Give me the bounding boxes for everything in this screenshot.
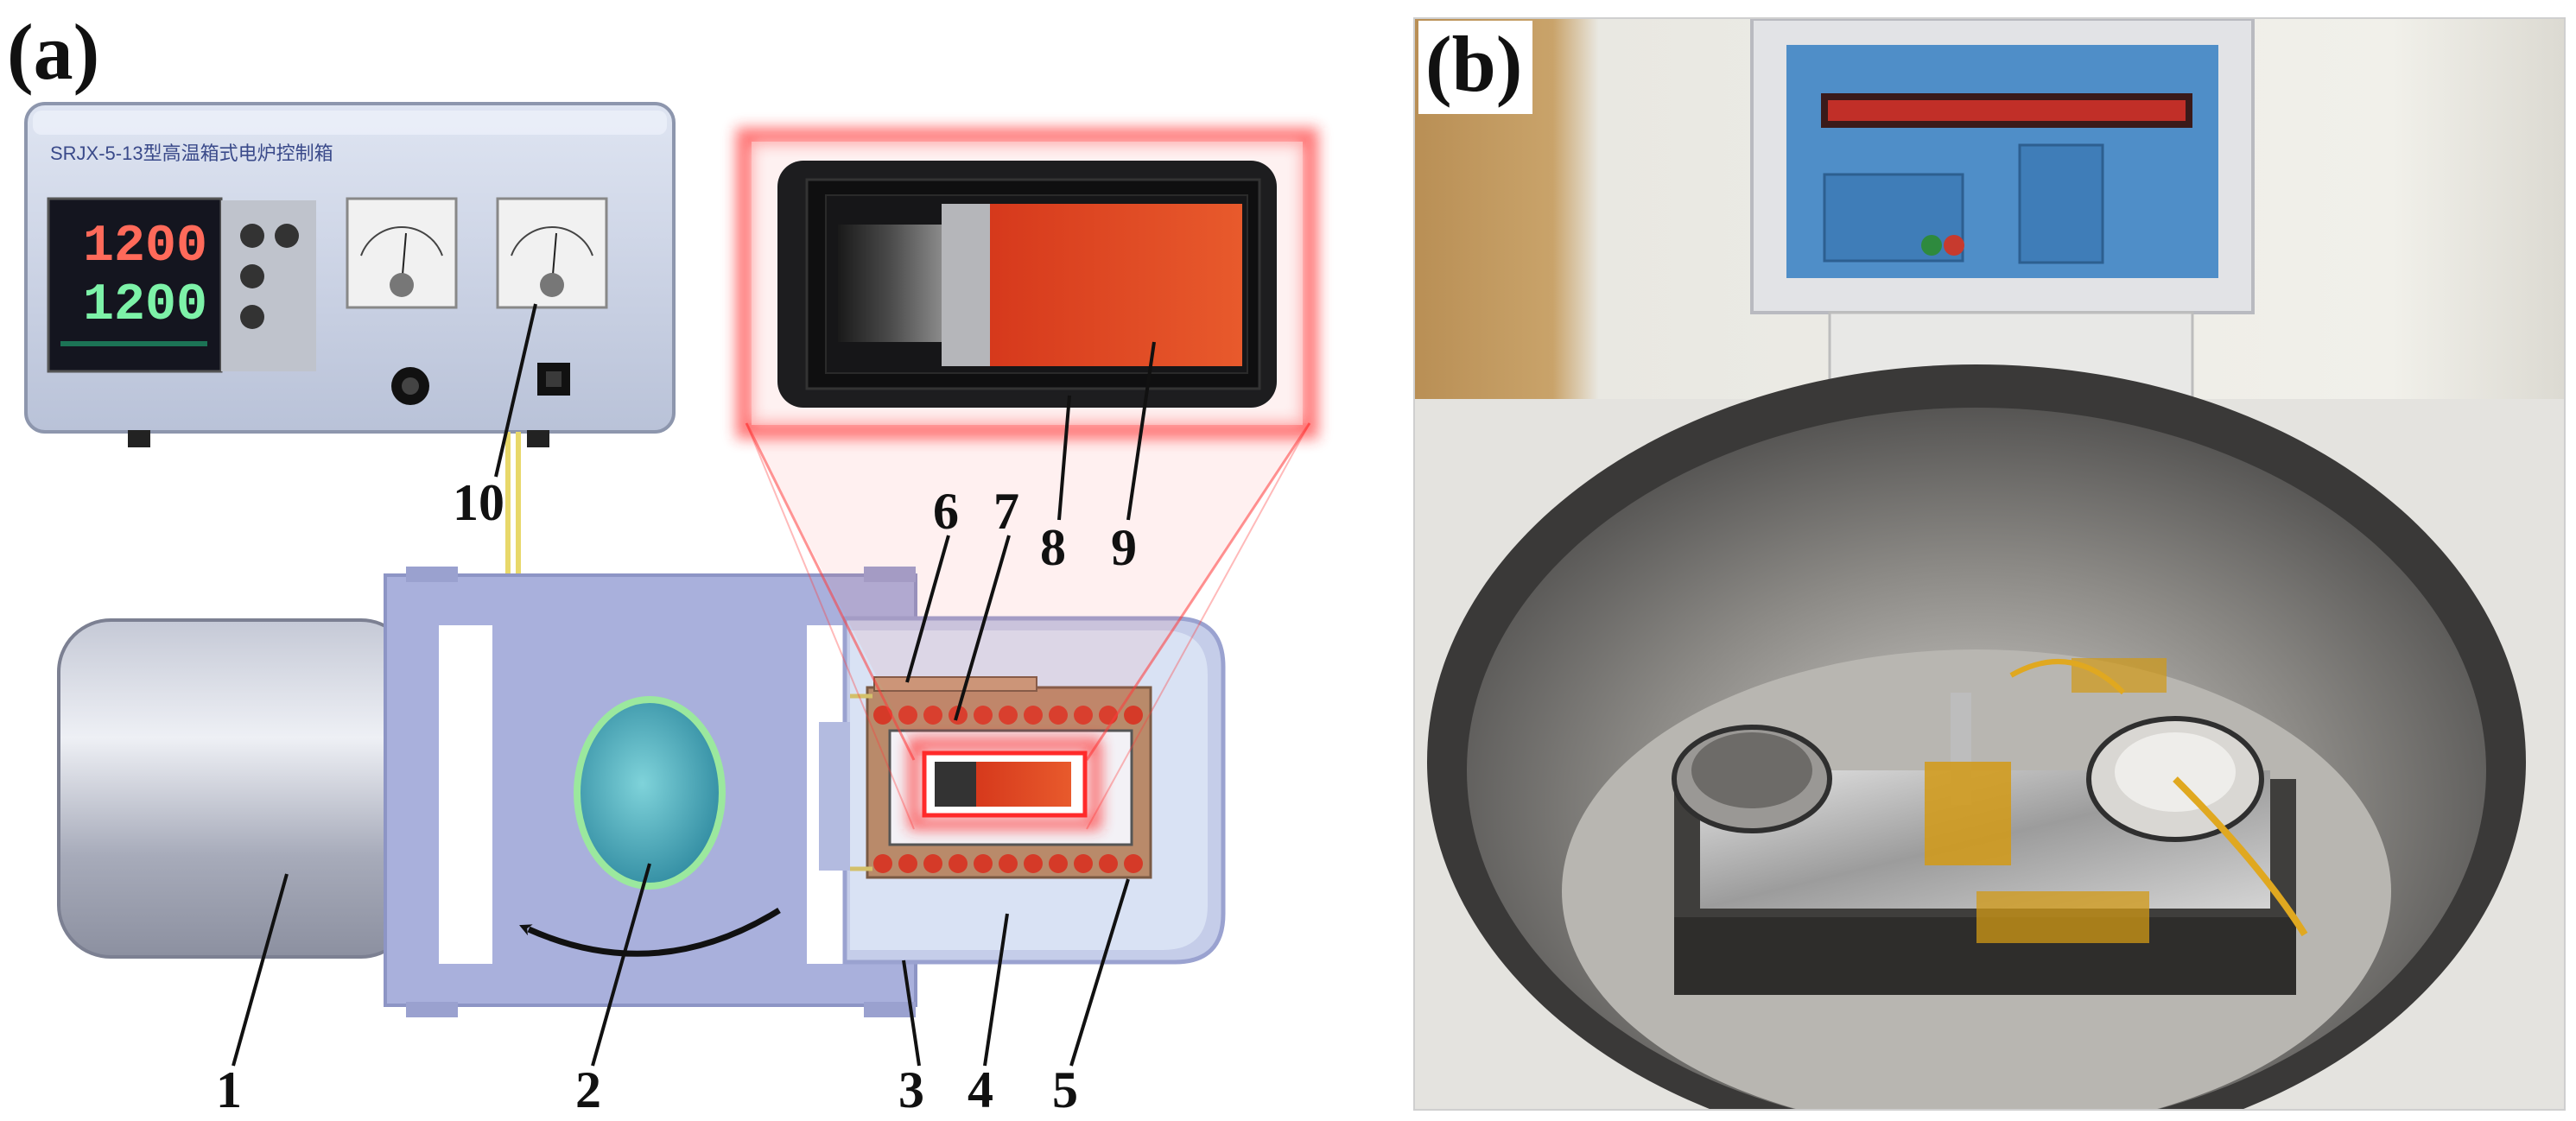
panel-b-photo (1413, 17, 2566, 1111)
coil-turn (1024, 706, 1043, 725)
schematic-drawing (24, 102, 1318, 1017)
coil-turn (1074, 854, 1093, 873)
callout-10: 10 (453, 474, 504, 531)
coil-turn (923, 706, 942, 725)
coil-turn (949, 854, 968, 873)
leader-2 (591, 863, 651, 1067)
callout-8: 8 (1040, 519, 1066, 576)
controller-display-bottom: 1200 (83, 276, 208, 335)
temperature-controller (24, 102, 676, 447)
callout-9: 9 (1111, 519, 1137, 576)
leader-5 (1069, 878, 1130, 1067)
coil-turn (1049, 854, 1068, 873)
callout-7: 7 (993, 483, 1019, 540)
coil-turn (873, 854, 892, 873)
controller-title: SRJX-5-13型高温箱式电炉控制箱 (50, 142, 333, 164)
centrifuge-photo (1415, 19, 2564, 1109)
callout-1: 1 (216, 1061, 242, 1118)
heating-coils (873, 706, 1143, 873)
coil-turn (999, 706, 1018, 725)
coil-turn (1124, 854, 1143, 873)
coil-turn (1074, 706, 1093, 725)
crucible-small (909, 739, 1101, 829)
leader-10 (494, 303, 537, 478)
coil-turn (898, 854, 917, 873)
leader-8 (1057, 395, 1071, 521)
coil-turn (923, 854, 942, 873)
panel-a-label: (a) (7, 8, 100, 96)
callout-4: 4 (968, 1061, 993, 1118)
leader-7 (954, 535, 1011, 721)
coil-turn (1024, 854, 1043, 873)
controller-display-top: 1200 (83, 218, 208, 276)
coil-turn (1049, 706, 1068, 725)
panel-b-label: (b) (1418, 21, 1533, 114)
leader-3 (902, 960, 921, 1067)
crucible-magnified (736, 128, 1318, 439)
power-wires (505, 432, 521, 584)
coil-turn (898, 706, 917, 725)
callout-3: 3 (898, 1061, 924, 1118)
leader-9 (1126, 341, 1156, 521)
callout-6: 6 (933, 483, 959, 540)
coil-turn (873, 706, 892, 725)
leader-4 (983, 913, 1009, 1067)
coil-turn (1124, 706, 1143, 725)
callout-5: 5 (1052, 1061, 1078, 1118)
coil-turn (974, 854, 993, 873)
coil-turn (974, 706, 993, 725)
leader-6 (905, 535, 950, 683)
coil-turn (1099, 854, 1118, 873)
zoom-projection (745, 422, 1311, 830)
coil-turn (999, 854, 1018, 873)
leader-1 (232, 873, 289, 1067)
callout-2: 2 (575, 1061, 601, 1118)
callout-leaders (232, 303, 1156, 1067)
